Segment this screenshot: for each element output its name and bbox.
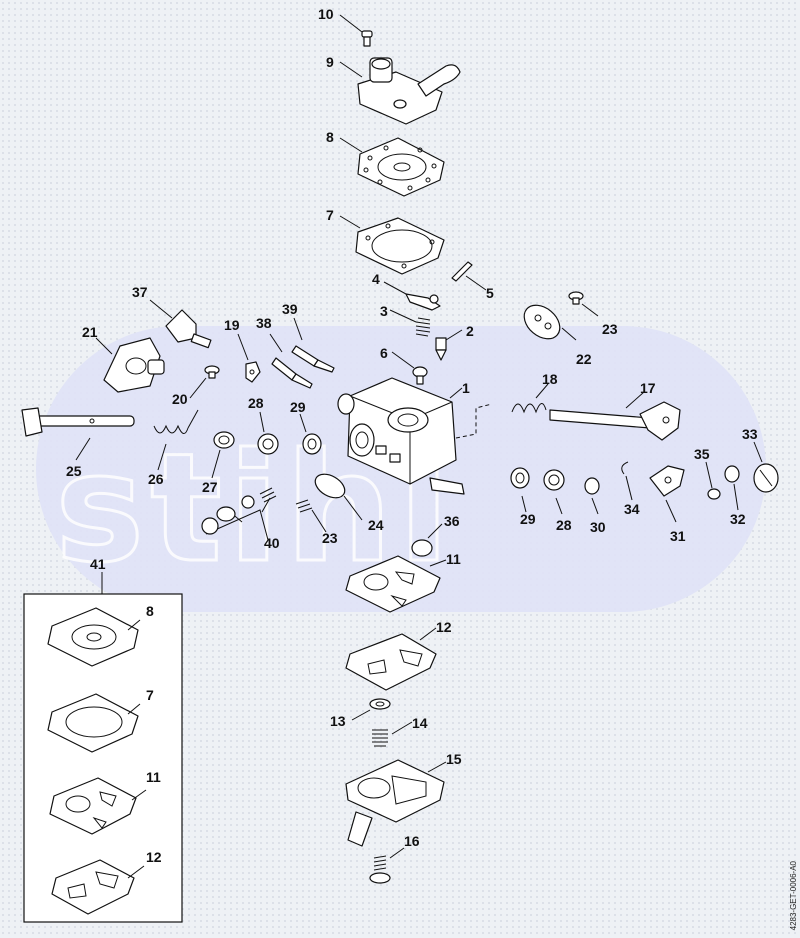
label-20: 20	[172, 391, 188, 407]
part-4-lever[interactable]	[383, 281, 441, 311]
label-8: 8	[326, 129, 334, 145]
part-32-washer[interactable]	[724, 465, 740, 511]
part-29-washer-right[interactable]	[510, 467, 530, 513]
part-6-screw[interactable]	[391, 351, 428, 385]
part-28-bushing[interactable]	[257, 411, 279, 455]
label-31: 31	[670, 528, 686, 544]
part-15-cover[interactable]	[345, 759, 447, 847]
label-36: 36	[444, 513, 460, 529]
part-28-bushing-right[interactable]	[543, 469, 565, 515]
label-39: 39	[282, 301, 298, 317]
part-1-carburetor-body[interactable]	[337, 377, 493, 495]
part-11-gasket[interactable]	[345, 555, 447, 613]
label-33: 33	[742, 426, 758, 442]
part-24-throttle-plate[interactable]	[311, 469, 363, 521]
label-38: 38	[256, 315, 272, 331]
part-23-screw-right[interactable]	[568, 291, 599, 317]
label-24: 24	[368, 517, 384, 533]
part-9-cover[interactable]	[339, 57, 461, 125]
label-17: 17	[640, 380, 656, 396]
part-35-screw[interactable]	[705, 461, 721, 500]
label-15: 15	[446, 751, 462, 767]
label-35: 35	[694, 446, 710, 462]
part-21-choke-cover[interactable]	[95, 337, 165, 393]
label-9: 9	[326, 54, 334, 70]
part-22-plate[interactable]	[518, 298, 577, 345]
part-39-needle[interactable]	[291, 317, 335, 373]
label-34: 34	[624, 501, 640, 517]
label-10: 10	[318, 6, 334, 22]
label-3: 3	[380, 303, 388, 319]
label-2: 2	[466, 323, 474, 339]
part-23-screw[interactable]	[295, 499, 327, 533]
part-40-seal-kit[interactable]	[201, 487, 277, 541]
label-22: 22	[576, 351, 592, 367]
label-27: 27	[202, 479, 218, 495]
part-2-needle[interactable]	[435, 329, 463, 361]
label-29-right: 29	[520, 511, 536, 527]
kit-label-8: 8	[146, 603, 154, 619]
label-6: 6	[380, 345, 388, 361]
label-28-right: 28	[556, 517, 572, 533]
part-14-spring[interactable]	[372, 721, 413, 747]
part-5-pin[interactable]	[451, 261, 487, 291]
label-14: 14	[412, 715, 428, 731]
kit-label-7: 7	[146, 687, 154, 703]
part-20-screw[interactable]	[189, 365, 220, 399]
part-18-spring[interactable]	[511, 383, 549, 414]
part-30-ring[interactable]	[584, 477, 600, 515]
label-28: 28	[248, 395, 264, 411]
label-18: 18	[542, 371, 558, 387]
part-33-cap[interactable]	[753, 441, 779, 493]
label-12: 12	[436, 619, 452, 635]
part-17-throttle-shaft[interactable]	[549, 391, 681, 441]
label-23-right: 23	[602, 321, 618, 337]
part-37-knob[interactable]	[149, 299, 212, 349]
label-29: 29	[290, 399, 306, 415]
part-29-washer[interactable]	[299, 413, 322, 455]
part-34-clip[interactable]	[621, 461, 633, 501]
label-25: 25	[66, 463, 82, 479]
label-23: 23	[322, 530, 338, 546]
part-12-metering-gasket[interactable]	[345, 627, 437, 691]
part-10-screw[interactable]	[339, 14, 373, 47]
kit-label-11: 11	[146, 769, 161, 785]
label-41: 41	[90, 556, 106, 572]
part-25-choke-shaft[interactable]	[21, 407, 135, 461]
part-16-screw[interactable]	[369, 847, 405, 884]
drawing-code: 4283-GET-0006-A0	[789, 860, 798, 930]
label-5: 5	[486, 285, 494, 301]
kit-label-12: 12	[146, 849, 162, 865]
part-36-plug[interactable]	[411, 523, 443, 557]
label-30: 30	[590, 519, 606, 535]
label-26: 26	[148, 471, 164, 487]
label-1: 1	[462, 380, 470, 396]
part-38-needle[interactable]	[269, 333, 313, 389]
label-19: 19	[224, 317, 240, 333]
label-16: 16	[404, 833, 420, 849]
part-26-spring[interactable]	[153, 409, 199, 471]
part-27-bushing[interactable]	[211, 431, 235, 479]
part-3-spring[interactable]	[389, 309, 431, 337]
part-31-lever[interactable]	[649, 465, 685, 523]
label-11: 11	[446, 551, 461, 567]
label-13: 13	[330, 713, 346, 729]
label-21: 21	[82, 324, 98, 340]
part-labels: 10 9 8 7 4 5 3 2 6 1 37 21 19 38 39 20 2…	[66, 6, 758, 865]
part-41-kit-box[interactable]	[23, 572, 183, 923]
label-7: 7	[326, 207, 334, 223]
label-4: 4	[372, 271, 380, 287]
label-40: 40	[264, 535, 280, 551]
part-7-gasket[interactable]	[339, 215, 445, 275]
part-8-diaphragm[interactable]	[339, 137, 445, 197]
part-13-washer[interactable]	[351, 698, 391, 721]
label-32: 32	[730, 511, 746, 527]
label-37: 37	[132, 284, 148, 300]
part-19-clip[interactable]	[237, 333, 261, 383]
